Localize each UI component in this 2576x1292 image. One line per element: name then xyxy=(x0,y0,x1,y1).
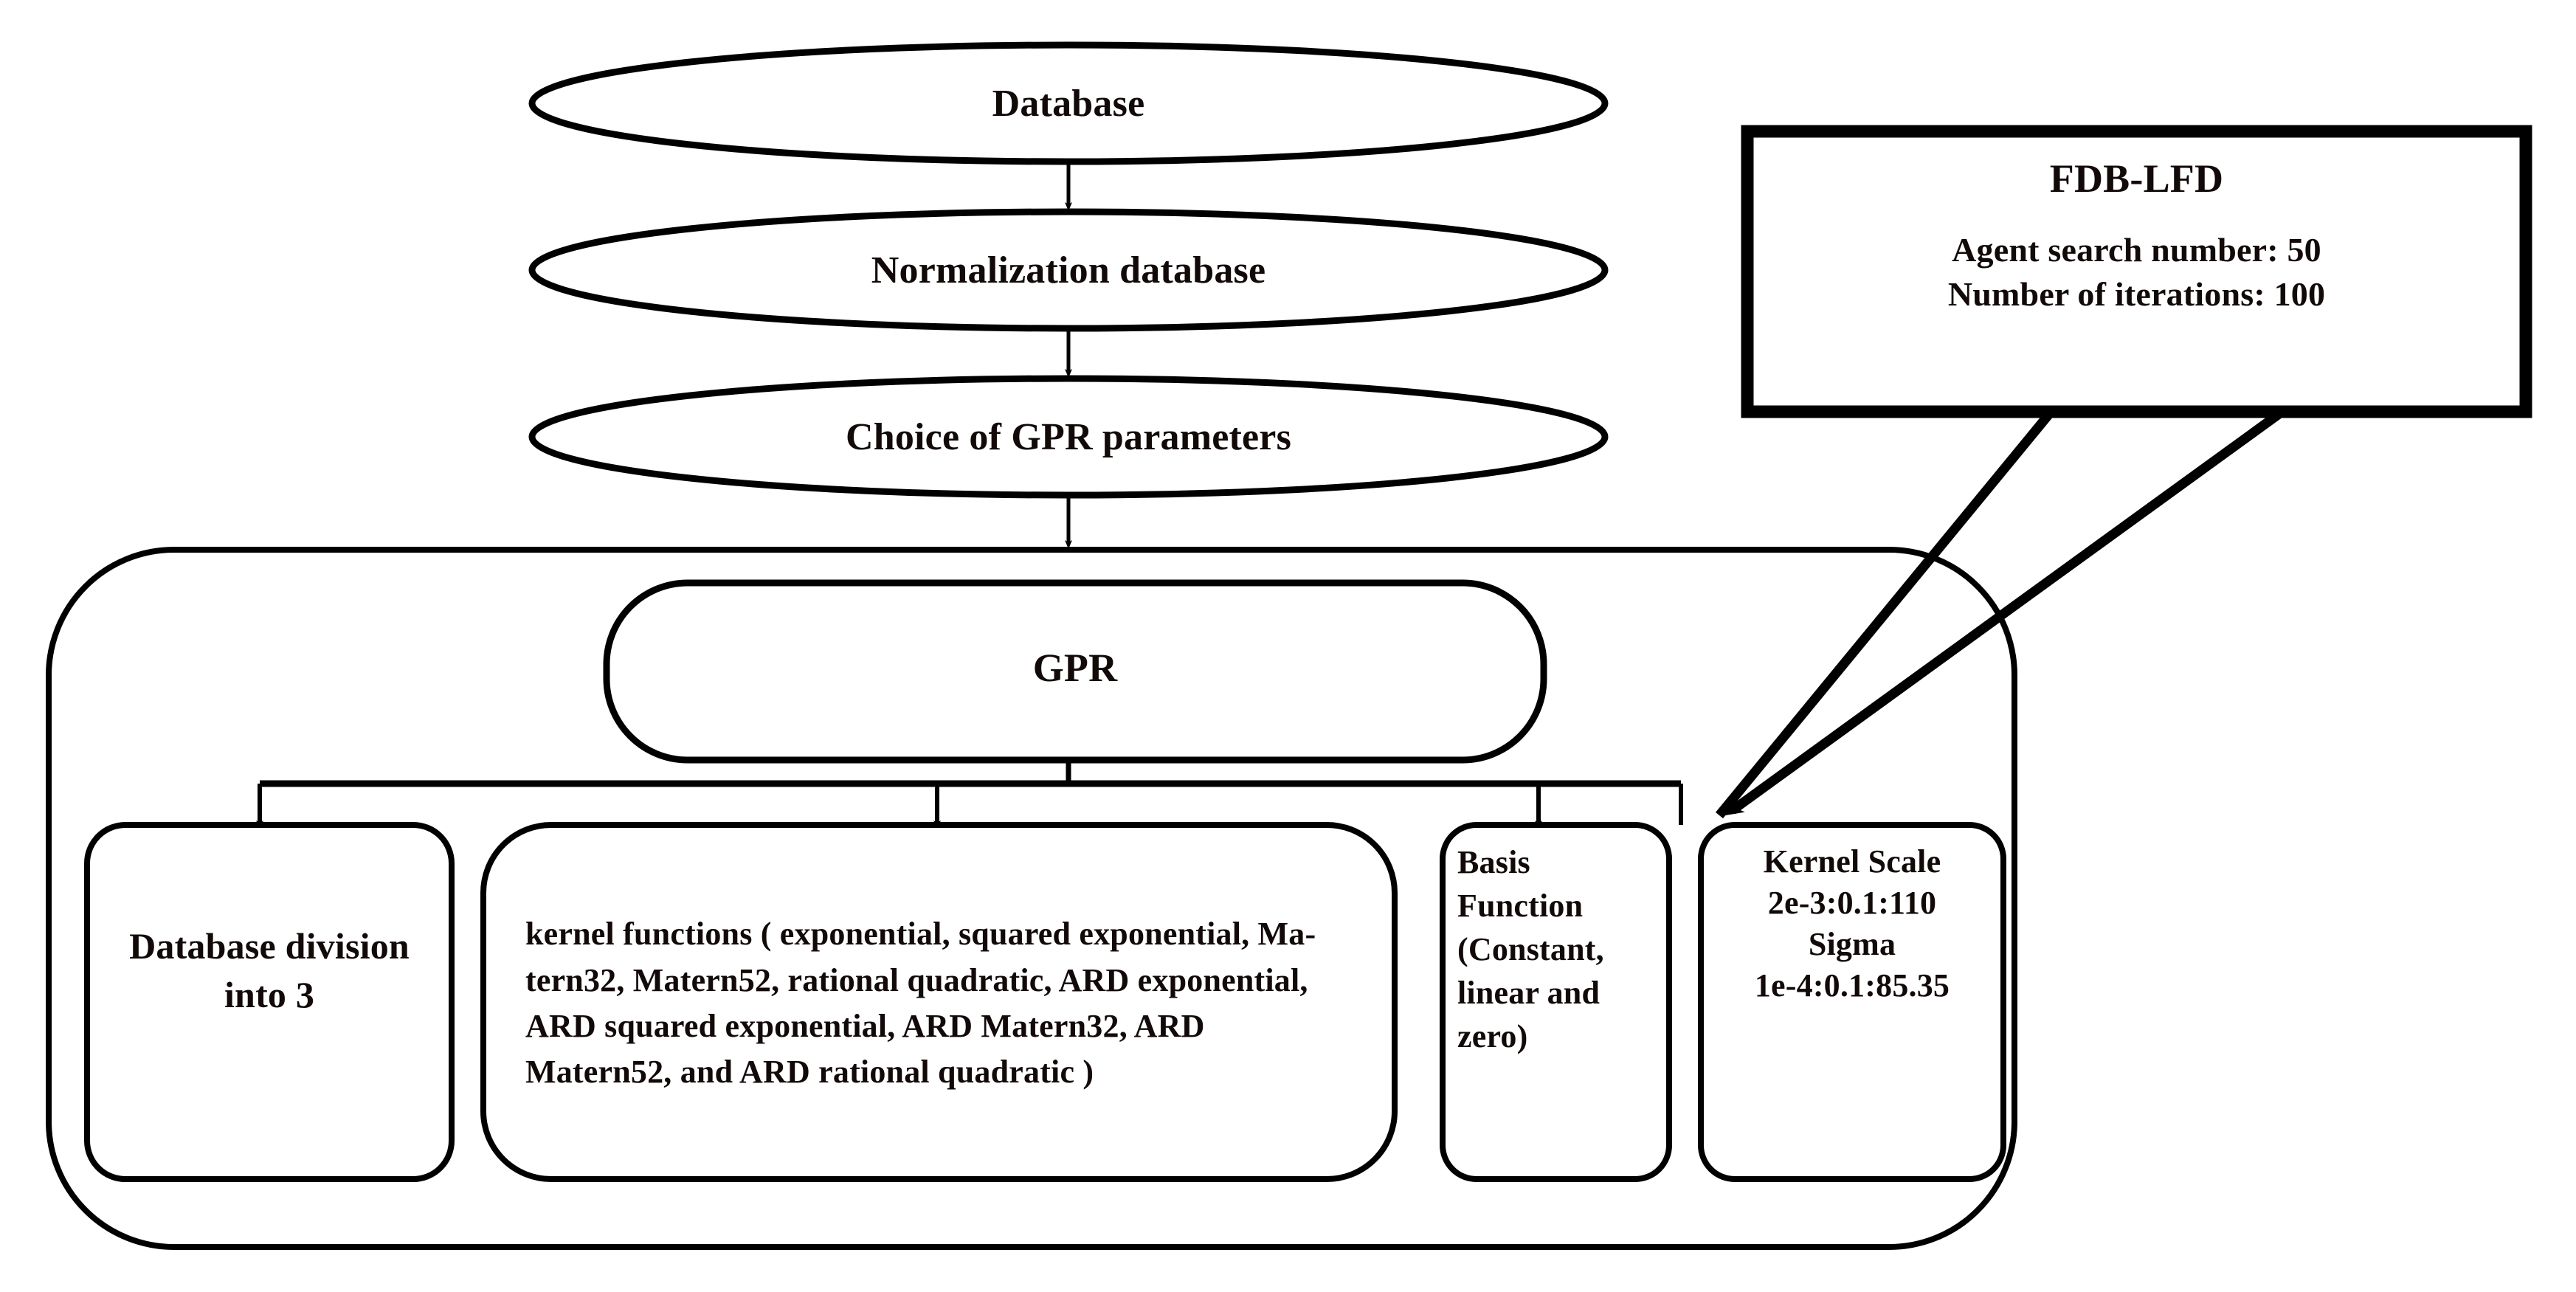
label-sigma-title: Sigma xyxy=(1808,925,1896,962)
box-database-division xyxy=(84,822,455,1182)
box-kernel-scale xyxy=(1698,822,2006,1182)
fdb-connector-right xyxy=(1725,409,2283,816)
ellipse-choice-gpr xyxy=(528,375,1609,499)
label-sigma-range: 1e-4:0.1:85.35 xyxy=(1754,967,1950,1003)
label-fdb-agent-search: Agent search number: 50 xyxy=(1952,230,2321,269)
gpr-container xyxy=(46,547,2017,1250)
fdb-lfd-content: FDB-LFD Agent search number: 50 Number o… xyxy=(1747,155,2526,316)
ellipse-database xyxy=(528,41,1609,165)
fdb-connector-left xyxy=(1715,410,2054,819)
box-kernel-functions xyxy=(480,822,1398,1182)
kernel-scale-content: Kernel Scale 2e-3:0.1:110 Sigma 1e-4:0.1… xyxy=(1701,841,2003,1006)
ellipse-normalization xyxy=(528,208,1609,332)
box-fdb-lfd xyxy=(1741,125,2532,418)
box-basis-function xyxy=(1440,822,1672,1182)
label-kernel-scale-range: 2e-3:0.1:110 xyxy=(1767,884,1937,921)
label-fdb-title: FDB-LFD xyxy=(2049,156,2224,201)
gpr-box xyxy=(603,579,1547,764)
label-kernel-scale-title: Kernel Scale xyxy=(1763,843,1941,880)
label-fdb-iterations: Number of iterations: 100 xyxy=(1947,274,2326,313)
